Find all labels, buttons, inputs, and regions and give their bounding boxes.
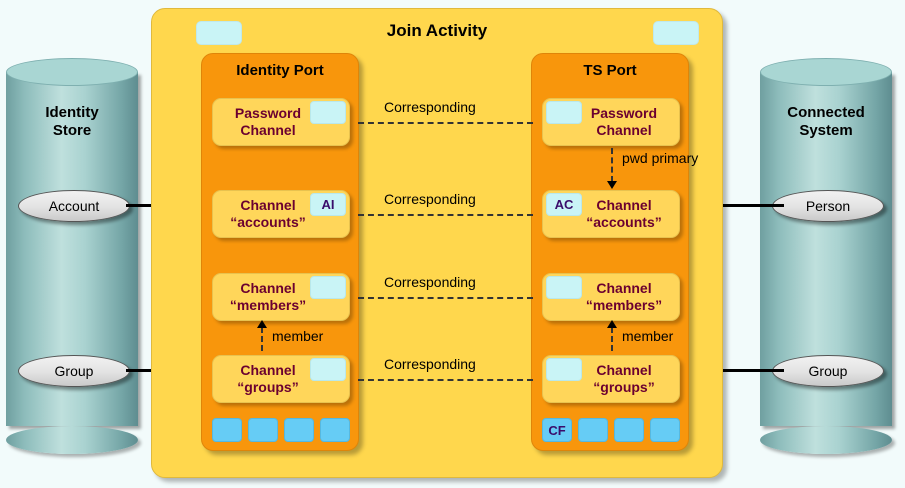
- corresponding-link-accounts: [358, 214, 533, 216]
- channel-label-line1: Channel: [240, 280, 296, 296]
- ts-port-chip-4[interactable]: [650, 418, 680, 442]
- corresponding-label-members: Corresponding: [384, 274, 476, 290]
- channel-badge[interactable]: [546, 358, 582, 381]
- cylinder-top-ellipse: [6, 58, 138, 86]
- channel-badge-ac[interactable]: AC: [546, 193, 582, 216]
- channel-label: Channel “members”: [213, 274, 349, 320]
- channel-label-line1: Password: [590, 105, 658, 121]
- channel-label-line1: Channel: [596, 362, 652, 378]
- link-ts-port-to-group: [690, 369, 784, 372]
- connected-system-title-line2: System: [799, 122, 853, 139]
- cylinder-bottom-ellipse: [6, 426, 138, 454]
- link-ts-port-to-person: [690, 204, 784, 207]
- channel-badge[interactable]: [310, 358, 346, 381]
- ts-port-channel-groups[interactable]: Channel “groups”: [542, 355, 680, 403]
- join-chip-left[interactable]: [196, 21, 242, 45]
- corresponding-label-password: Corresponding: [384, 99, 476, 115]
- ts-port-title: TS Port: [583, 62, 637, 79]
- channel-label-line2: “groups”: [593, 379, 655, 395]
- channel-label: Channel “accounts”: [543, 191, 679, 237]
- identity-store-title-line2: Store: [52, 122, 92, 139]
- identity-port-chip-row: [212, 418, 350, 442]
- connected-system-title-line1: Connected: [787, 104, 865, 121]
- entity-group-right[interactable]: Group: [772, 355, 884, 387]
- channel-label: Channel “groups”: [543, 356, 679, 402]
- ts-port-chip-cf[interactable]: CF: [542, 418, 572, 442]
- ts-port-channel-password[interactable]: Password Channel: [542, 98, 680, 146]
- identity-port-chip-1[interactable]: [212, 418, 242, 442]
- channel-label-line2: Channel: [240, 122, 296, 138]
- join-activity-title: Join Activity: [386, 21, 488, 40]
- identity-port-channel-accounts[interactable]: Channel “accounts” AI: [212, 190, 350, 238]
- identity-port-channel-password[interactable]: Password Channel: [212, 98, 350, 146]
- channel-label: Channel “groups”: [213, 356, 349, 402]
- join-chip-right[interactable]: [653, 21, 699, 45]
- channel-badge-ai[interactable]: AI: [310, 193, 346, 216]
- ts-port-channel-accounts[interactable]: Channel “accounts” AC: [542, 190, 680, 238]
- channel-label-line1: Channel: [240, 197, 296, 213]
- ts-port-chip-row: CF: [542, 418, 680, 442]
- entity-account-label: Account: [48, 198, 100, 214]
- identity-port-channel-members[interactable]: Channel “members”: [212, 273, 350, 321]
- channel-label-line2: Channel: [596, 122, 652, 138]
- member-label-right: member: [622, 328, 674, 344]
- entity-group-left-label: Group: [54, 363, 94, 379]
- channel-label-line2: “members”: [585, 297, 663, 313]
- pwd-primary-label: pwd primary: [622, 150, 699, 166]
- channel-label-line2: “members”: [229, 297, 307, 313]
- entity-account[interactable]: Account: [18, 190, 130, 222]
- entity-person-label: Person: [805, 198, 851, 214]
- ts-port-channel-members[interactable]: Channel “members”: [542, 273, 680, 321]
- member-label-left: member: [272, 328, 324, 344]
- channel-label-line1: Channel: [240, 362, 296, 378]
- channel-label-line2: “accounts”: [586, 214, 662, 230]
- corresponding-link-groups: [358, 379, 533, 381]
- channel-label-line2: “groups”: [237, 379, 299, 395]
- corresponding-link-password: [358, 122, 533, 124]
- identity-port-channel-groups[interactable]: Channel “groups”: [212, 355, 350, 403]
- cylinder-bottom-ellipse: [760, 426, 892, 454]
- channel-badge[interactable]: [310, 101, 346, 124]
- corresponding-label-accounts: Corresponding: [384, 191, 476, 207]
- identity-port-chip-2[interactable]: [248, 418, 278, 442]
- connected-system-title: Connected System: [760, 104, 892, 140]
- member-arrow-left: [257, 320, 267, 328]
- entity-group-right-label: Group: [808, 363, 848, 379]
- ts-port-chip-2[interactable]: [578, 418, 608, 442]
- pwd-primary-link: [611, 148, 613, 182]
- corresponding-link-members: [358, 297, 533, 299]
- identity-store-title-line1: Identity: [45, 104, 99, 121]
- channel-label-line1: Channel: [596, 197, 652, 213]
- channel-label-line1: Channel: [596, 280, 652, 296]
- channel-badge[interactable]: [546, 101, 582, 124]
- channel-label: Password Channel: [213, 99, 349, 145]
- entity-group-left[interactable]: Group: [18, 355, 130, 387]
- member-arrow-right: [607, 320, 617, 328]
- identity-port-chip-4[interactable]: [320, 418, 350, 442]
- channel-label-line1: Password: [234, 105, 302, 121]
- channel-label: Channel “accounts”: [213, 191, 349, 237]
- pwd-primary-arrow: [607, 181, 617, 189]
- join-activity-container: Join Activity Identity Port Password Cha…: [151, 8, 723, 478]
- corresponding-label-groups: Corresponding: [384, 356, 476, 372]
- channel-label: Password Channel: [543, 99, 679, 145]
- identity-port: Identity Port Password Channel Channel “…: [201, 53, 359, 451]
- entity-person[interactable]: Person: [772, 190, 884, 222]
- channel-badge[interactable]: [546, 276, 582, 299]
- channel-badge[interactable]: [310, 276, 346, 299]
- ts-port-chip-3[interactable]: [614, 418, 644, 442]
- member-link-right: [611, 327, 613, 351]
- channel-label: Channel “members”: [543, 274, 679, 320]
- ts-port: TS Port Password Channel Channel “accoun…: [531, 53, 698, 451]
- cylinder-top-ellipse: [760, 58, 892, 86]
- channel-label-line2: “accounts”: [230, 214, 306, 230]
- identity-port-title: Identity Port: [236, 62, 324, 79]
- identity-store-title: Identity Store: [6, 104, 138, 140]
- member-link-left: [261, 327, 263, 351]
- identity-port-chip-3[interactable]: [284, 418, 314, 442]
